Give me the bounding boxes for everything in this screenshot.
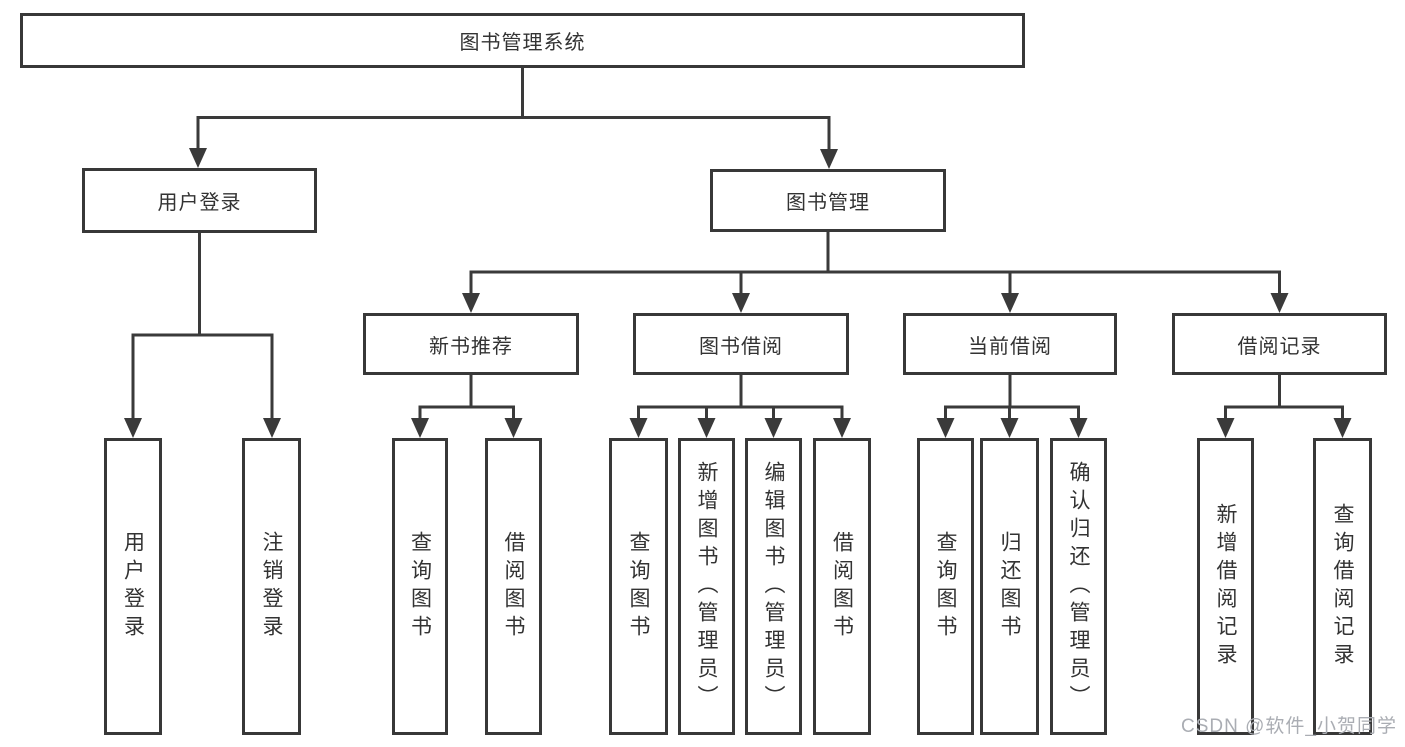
node-label: 当前借阅 [968,335,1052,358]
leaf-add-books-admin: 新增图书（管理员） [678,438,735,735]
leaf-query-books-borrowing: 查询图书 [609,438,668,735]
node-label: 借阅记录 [1237,335,1322,358]
node-label: 图书管理系统 [459,32,586,54]
leaf-add-borrow-record: 新增借阅记录 [1197,438,1254,735]
leaf-borrow-books-recommend: 借阅图书 [485,438,542,735]
leaf-edit-books-admin: 编辑图书（管理员） [745,438,802,735]
node-label: 借阅图书 [830,530,854,643]
node-label: 查询图书 [408,530,432,643]
node-label: 新书推荐 [429,335,513,358]
node-borrowing-records: 借阅记录 [1172,313,1387,375]
node-label: 用户登录 [121,530,145,643]
node-label: 新增图书（管理员） [695,460,718,713]
arrowheads [124,148,1352,438]
leaf-query-books-recommend: 查询图书 [392,438,448,735]
leaf-borrow-books: 借阅图书 [813,438,871,735]
node-label: 注销登录 [260,530,283,643]
node-book-management: 图书管理 [710,169,946,232]
leaf-confirm-return-admin: 确认归还（管理员） [1050,438,1107,735]
node-label: 图书借阅 [699,335,783,358]
node-label: 用户登录 [157,192,242,214]
node-label: 图书管理 [786,192,870,214]
node-library-management-system: 图书管理系统 [20,13,1025,68]
leaf-user-login: 用户登录 [104,438,162,735]
leaf-logout: 注销登录 [242,438,301,735]
node-label: 编辑图书（管理员） [762,460,785,713]
node-new-book-recommendation: 新书推荐 [363,313,579,375]
node-label: 确认归还（管理员） [1067,460,1090,713]
node-label: 查询图书 [627,530,650,643]
node-label: 查询借阅记录 [1331,502,1354,671]
node-user-login: 用户登录 [82,168,317,233]
leaf-return-books: 归还图书 [980,438,1039,735]
node-label: 借阅图书 [502,530,525,643]
node-label: 归还图书 [998,530,1021,643]
watermark: CSDN @软件_小贺同学 [1181,716,1397,737]
node-book-borrowing: 图书借阅 [633,313,849,375]
node-label: 查询图书 [934,530,957,643]
leaf-query-borrow-record: 查询借阅记录 [1313,438,1372,735]
node-current-borrowing: 当前借阅 [903,313,1117,375]
leaf-query-books-current: 查询图书 [917,438,974,735]
node-label: 新增借阅记录 [1214,502,1237,671]
